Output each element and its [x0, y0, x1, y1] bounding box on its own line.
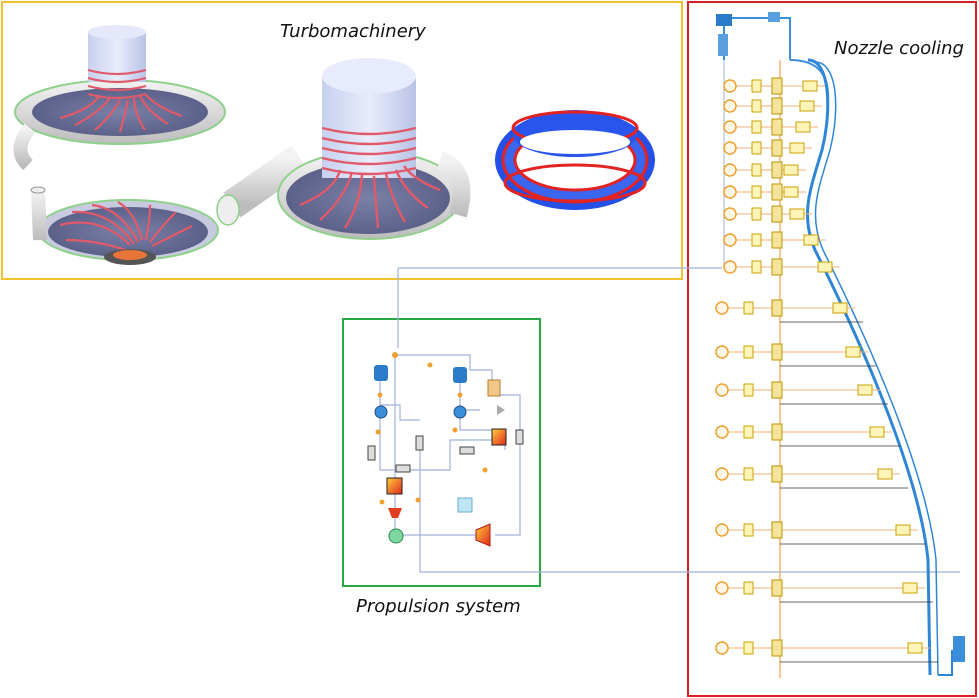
propulsion-system-schematic [379, 268, 960, 573]
tank-icon [453, 367, 467, 383]
pump-impeller-2 [30, 186, 219, 265]
turbine-icon [497, 405, 505, 415]
exhaust-nozzle-icon [475, 523, 491, 547]
cooling-stage-row [723, 139, 812, 157]
combustor-icon [386, 477, 403, 495]
cooling-stage-row [723, 205, 812, 223]
outlet-icon [953, 636, 965, 662]
cooling-stage-row [723, 97, 822, 115]
pipe-element-icon [459, 446, 475, 455]
manifold-icon [716, 14, 732, 26]
nozzle-cooling-frame [687, 1, 977, 697]
cooling-stage-row [715, 465, 908, 489]
cooling-stage-row [715, 343, 876, 367]
pump-icon [453, 405, 467, 419]
cooling-stage-row [715, 381, 888, 405]
pipe-element-icon [515, 429, 524, 445]
pump-impeller-1 [13, 25, 226, 171]
combustor-icon [491, 428, 507, 446]
nozzle-icon [388, 508, 402, 518]
cooling-stage-row [723, 77, 825, 95]
turbomachinery-frame [1, 1, 683, 280]
engine-icon [388, 528, 404, 544]
cooling-stage-row [723, 118, 818, 136]
turbine-blade-ring [495, 110, 655, 210]
pipe-element-icon [395, 464, 411, 473]
cooling-stage-row [715, 423, 900, 447]
turbomachinery-label: Turbomachinery [280, 21, 426, 42]
settings-block-icon [457, 497, 473, 513]
turbomachinery-renderings [13, 25, 655, 265]
nozzle-cooling-label: Nozzle cooling [834, 38, 964, 59]
pump-icon [374, 405, 388, 419]
nozzle-cooling-schematic [715, 12, 965, 678]
cooling-stage-row [723, 183, 806, 201]
heat-exchanger-icon [487, 379, 501, 397]
tank-icon [374, 365, 388, 381]
pipe-element-icon [367, 445, 376, 461]
cooling-stage-row [715, 521, 926, 545]
cooling-stage-row [715, 579, 933, 603]
cooling-stage-row [715, 299, 863, 323]
cooling-stage-row [715, 639, 938, 663]
cooling-stage-row [723, 258, 840, 276]
cooling-stage-row [723, 231, 826, 249]
cooling-stage-row [723, 161, 806, 179]
propulsion-system-label: Propulsion system [356, 596, 521, 617]
propulsion-components [367, 352, 524, 547]
turbopump-impeller-main [216, 58, 471, 240]
propulsion-system-frame [342, 318, 541, 587]
pipe-element-icon [415, 435, 424, 451]
